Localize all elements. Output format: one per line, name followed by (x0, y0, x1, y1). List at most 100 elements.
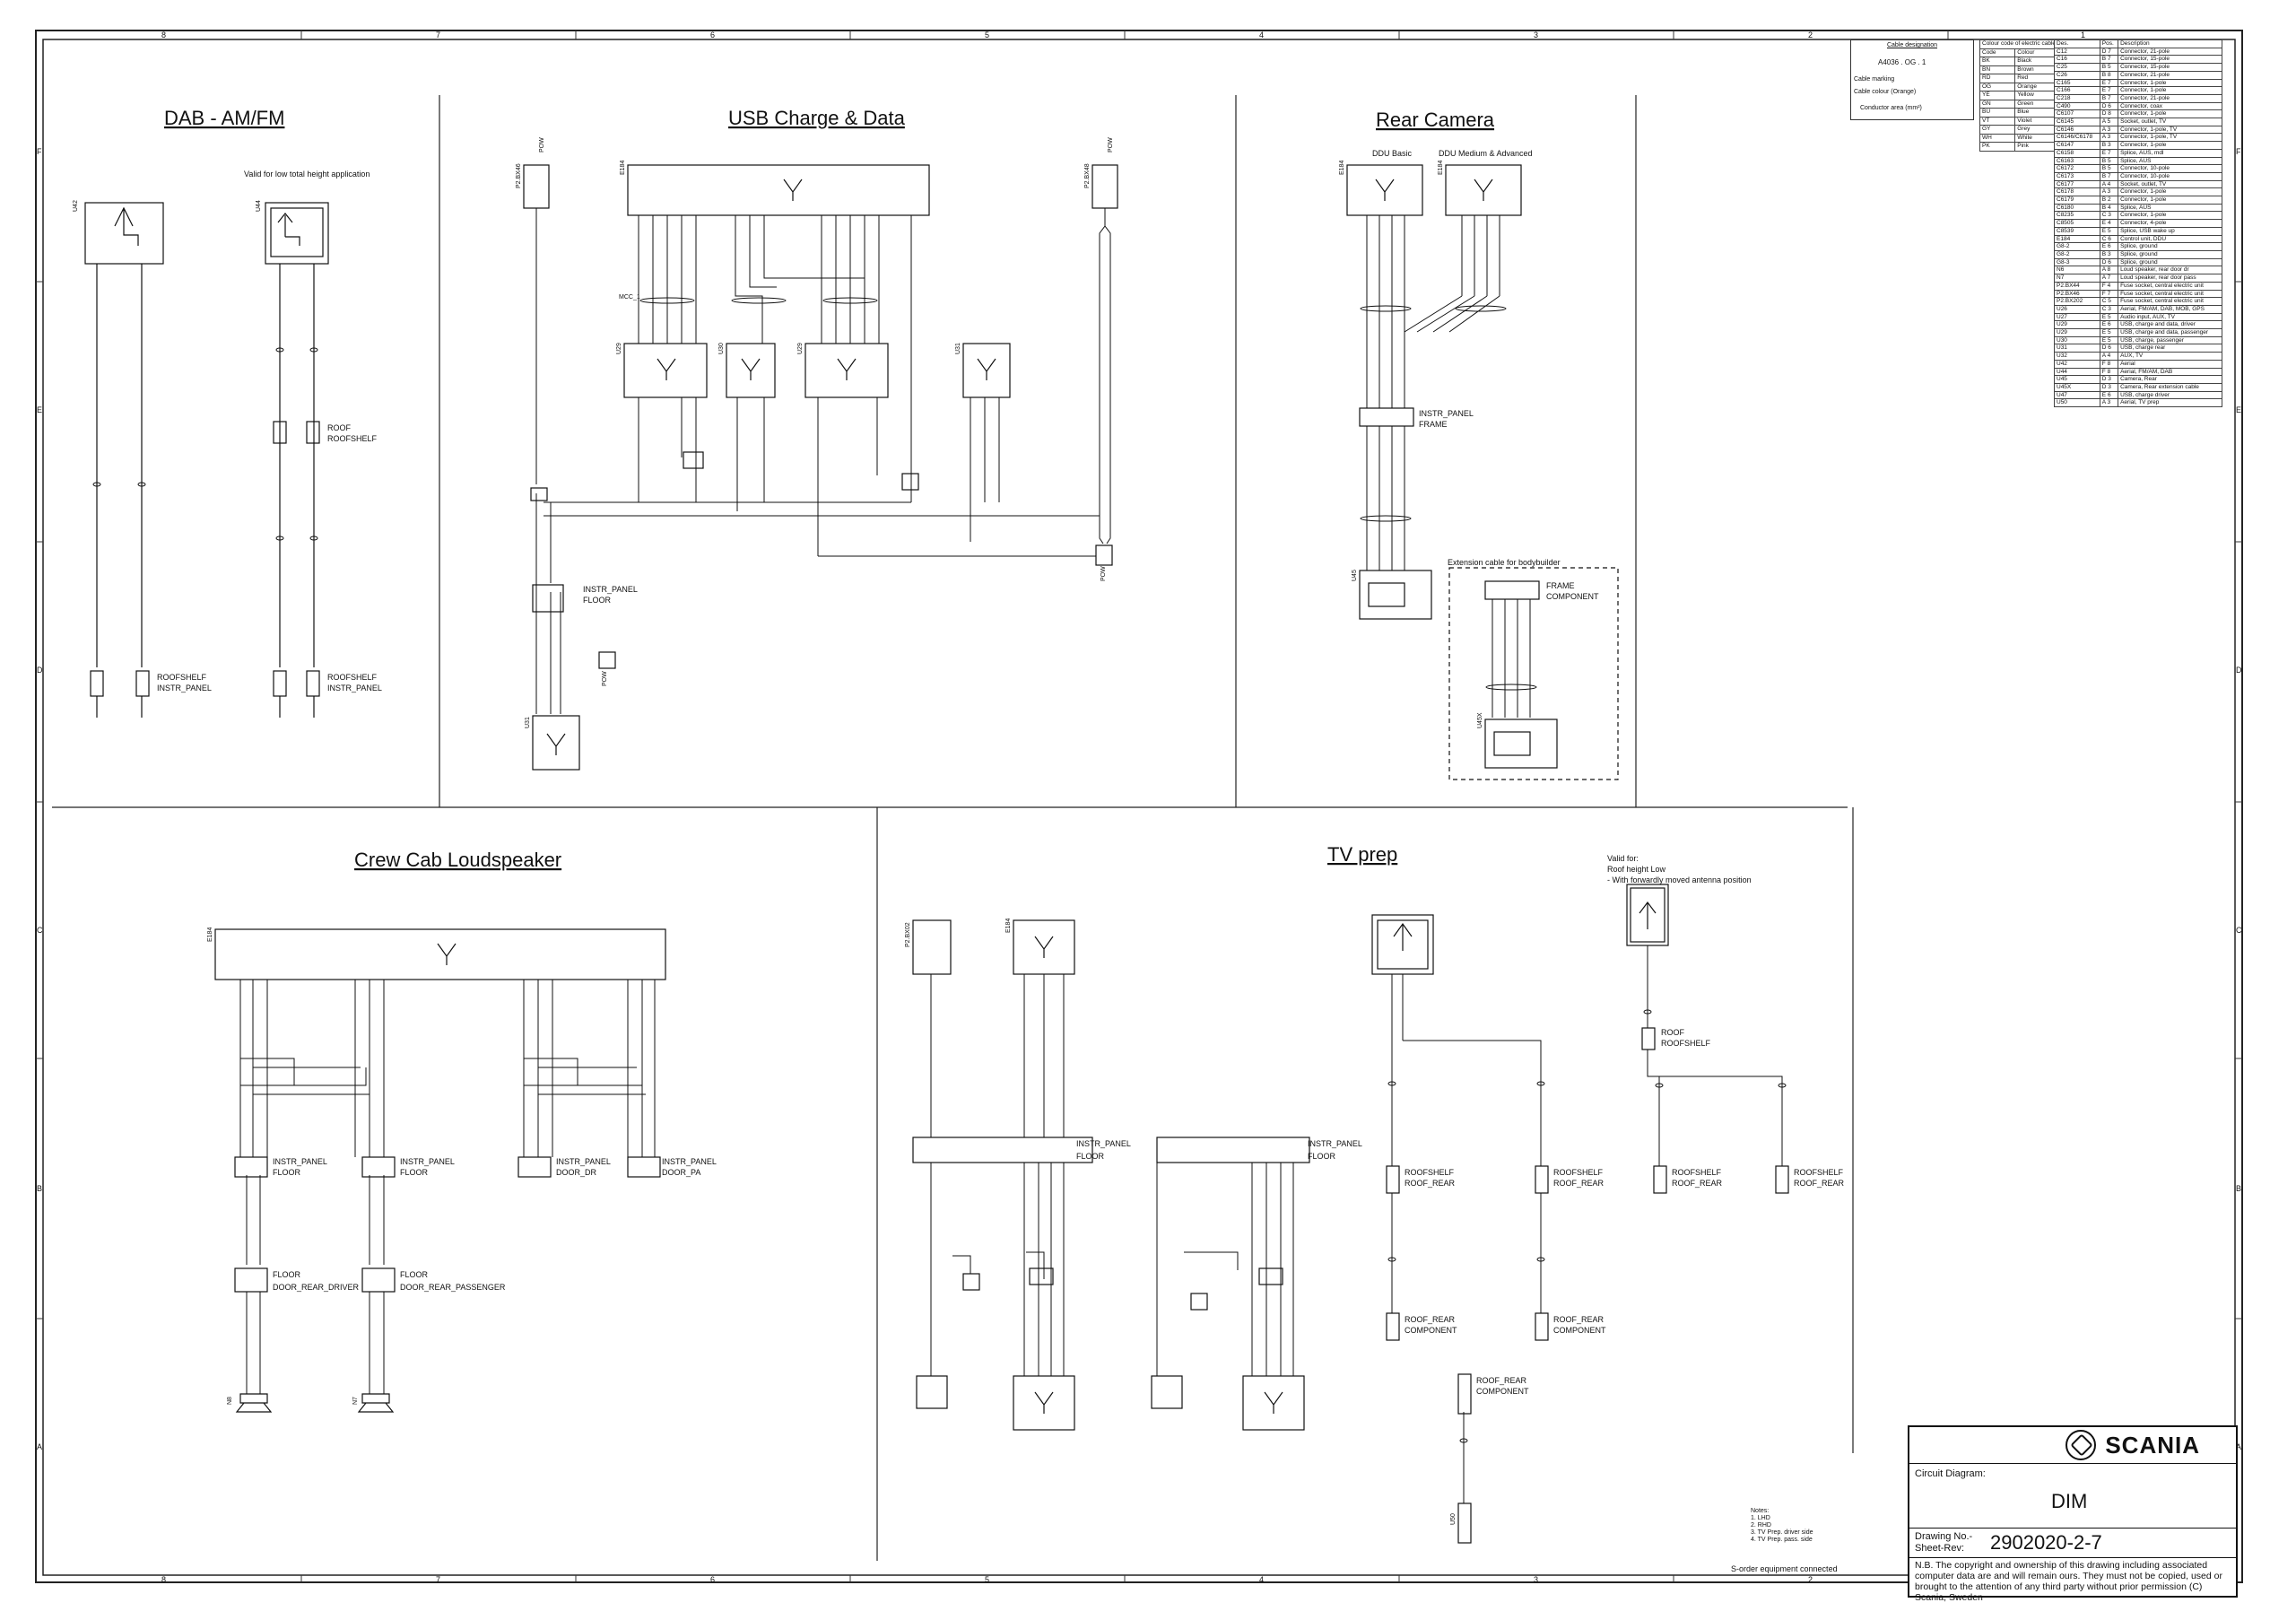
outer-frame (35, 30, 2243, 1583)
parts-cell: C 6 (2099, 234, 2119, 244)
parts-cell: C16 (2054, 55, 2100, 65)
parts-cell: D 8 (2099, 109, 2119, 119)
parts-cell: B 4 (2099, 203, 2119, 213)
parts-cell: C12 (2054, 47, 2100, 57)
parts-cell: A 8 (2099, 266, 2119, 275)
parts-cell: C6163 (2054, 156, 2100, 166)
svg-text:U31: U31 (525, 717, 531, 728)
cable-marking-label: Cable marking (1854, 76, 1895, 83)
parts-cell: F 4 (2099, 281, 2119, 291)
parts-cell: D 3 (2099, 375, 2119, 384)
svg-text:E184: E184 (1339, 161, 1345, 175)
svg-text:ROOFSHELF: ROOFSHELF (327, 673, 378, 682)
parts-cell: Connector, 15-pole (2118, 63, 2222, 72)
svg-text:FLOOR: FLOOR (400, 1270, 429, 1279)
cable-designation-legend: Cable designation A4036 . OG . 1 Cable m… (1850, 39, 1974, 120)
parts-cell: C6107 (2054, 109, 2100, 119)
svg-text:COMPONENT: COMPONENT (1405, 1326, 1457, 1335)
svg-text:ROOFSHELF: ROOFSHELF (1553, 1168, 1604, 1177)
svg-text:4: 4 (1259, 30, 1264, 39)
parts-cell: C165 (2054, 78, 2100, 88)
svg-text:DOOR_REAR_DRIVER: DOOR_REAR_DRIVER (273, 1283, 360, 1292)
colour-cell: GY (1979, 125, 2016, 135)
parts-cell: E 5 (2099, 328, 2119, 337)
parts-cell: C490 (2054, 101, 2100, 111)
parts-cell: C26 (2054, 70, 2100, 80)
svg-text:COMPONENT: COMPONENT (1546, 592, 1599, 601)
parts-cell: C25 (2054, 63, 2100, 72)
parts-cell: Connector, 10-pole (2118, 164, 2222, 173)
cable-colour-label: Cable colour (Orange) (1854, 89, 1917, 95)
svg-text:ROOFSHELF: ROOFSHELF (1661, 1039, 1711, 1048)
parts-cell: B 8 (2099, 70, 2119, 80)
colour-cell: BN (1979, 65, 2016, 74)
svg-text:Roof height Low: Roof height Low (1607, 865, 1666, 874)
camera-section (1346, 164, 1619, 780)
svg-text:COMPONENT: COMPONENT (1553, 1326, 1606, 1335)
parts-cell: E 7 (2099, 78, 2119, 88)
colour-header-cell: Code (1979, 48, 2016, 57)
parts-cell: E 7 (2099, 148, 2119, 158)
parts-cell: N7 (2054, 274, 2100, 283)
parts-cell: C 3 (2099, 304, 2119, 314)
parts-cell: Connector, 1-pole (2118, 141, 2222, 150)
svg-text:ROOF_REAR: ROOF_REAR (1405, 1179, 1456, 1188)
parts-cell: Aerial, FM/AM, DAB, MOB, GPS (2118, 304, 2222, 314)
parts-cell: Connector, 1-pole (2118, 86, 2222, 95)
parts-header-cell: Des. (2054, 39, 2100, 48)
svg-text:DOOR_REAR_PASSENGER: DOOR_REAR_PASSENGER (400, 1283, 506, 1292)
parts-cell: C6177 (2054, 179, 2100, 189)
parts-cell: F 7 (2099, 289, 2119, 299)
parts-cell: Aerial, TV prep (2118, 398, 2222, 408)
section-title-crew: Crew Cab Loudspeaker (354, 849, 561, 871)
parts-cell: Connector, 1-pole (2118, 78, 2222, 88)
grid-ticks (36, 30, 2242, 1582)
parts-cell: USB, charge driver (2118, 390, 2222, 400)
svg-text:INSTR_PANEL: INSTR_PANEL (556, 1157, 611, 1166)
svg-text:FLOOR: FLOOR (273, 1270, 301, 1279)
svg-text:U31: U31 (955, 343, 961, 354)
colour-cell: BK (1979, 57, 2016, 66)
parts-cell: B 7 (2099, 55, 2119, 65)
svg-text:ROOFSHELF: ROOFSHELF (1405, 1168, 1455, 1177)
brand-logo: SCANIA (1909, 1427, 2236, 1463)
parts-cell: Camera, Rear (2118, 375, 2222, 384)
parts-cell: E 5 (2099, 335, 2119, 345)
svg-text:Valid for:: Valid for: (1607, 854, 1639, 863)
dab-labels: U42 U44 Valid for low total height appli… (73, 170, 382, 692)
svg-text:ROOF_REAR: ROOF_REAR (1476, 1376, 1527, 1385)
parts-cell: Connector, 1-pole (2118, 109, 2222, 119)
svg-text:U44: U44 (256, 200, 262, 212)
parts-cell: U32 (2054, 352, 2100, 361)
svg-text:POW: POW (1100, 566, 1107, 581)
svg-text:ROOF: ROOF (327, 423, 352, 432)
parts-cell: C6178 (2054, 187, 2100, 197)
parts-cell: E 5 (2099, 226, 2119, 236)
svg-text:INSTR_PANEL: INSTR_PANEL (1308, 1139, 1362, 1148)
svg-text:E184: E184 (207, 928, 213, 942)
drawing-label: Drawing No.- (1915, 1531, 1973, 1542)
parts-cell: A 4 (2099, 352, 2119, 361)
title-block: SCANIA Circuit Diagram: DIM Drawing No.-… (1908, 1425, 2238, 1603)
parts-cell: Splice, AUS (2118, 203, 2222, 213)
parts-cell: Loud speaker, rear door pass (2118, 274, 2222, 283)
parts-cell: C6180 (2054, 203, 2100, 213)
